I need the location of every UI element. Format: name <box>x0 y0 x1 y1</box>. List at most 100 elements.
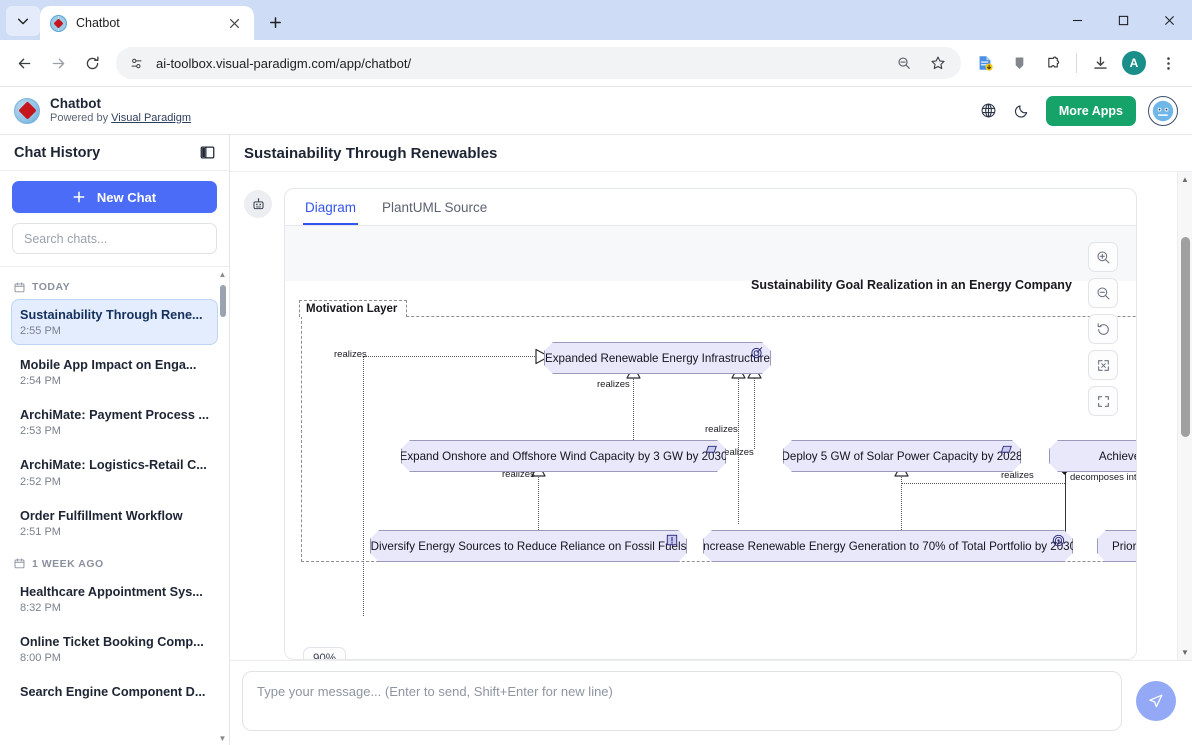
app-subtitle: Powered by Visual Paradigm <box>50 112 191 125</box>
zoom-in-icon <box>1096 250 1109 263</box>
reload-button[interactable] <box>76 47 108 79</box>
chat-list: TODAY Sustainability Through Rene... 2:5… <box>0 267 229 745</box>
chat-item-name: Healthcare Appointment Sys... <box>20 584 203 599</box>
chat-scroll-down-arrow[interactable]: ▼ <box>1181 648 1189 657</box>
zoom-out-button[interactable] <box>1088 278 1118 308</box>
arrow-left-icon <box>18 58 30 68</box>
connector-line <box>754 374 755 449</box>
window-maximize-button[interactable] <box>1100 0 1146 40</box>
sidebar-actions: New Chat <box>0 171 229 267</box>
bookmark-star-icon[interactable] <box>925 50 951 76</box>
relationship-label: realizes <box>502 469 535 480</box>
profile-avatar[interactable]: A <box>1118 47 1150 79</box>
window-minimize-button[interactable] <box>1054 0 1100 40</box>
sidebar-scroll-thumb[interactable] <box>219 285 226 317</box>
diagram-node-increase-generation[interactable]: Increase Renewable Energy Generation to … <box>703 530 1073 562</box>
chat-item-name: ArchiMate: Logistics-Retail C... <box>20 458 207 473</box>
visual-paradigm-link[interactable]: Visual Paradigm <box>111 111 192 124</box>
chatbot-avatar-icon[interactable] <box>1148 95 1178 126</box>
address-bar[interactable]: ai-toolbox.visual-paradigm.com/app/chatb… <box>116 47 961 79</box>
visual-paradigm-favicon <box>50 14 67 32</box>
zoom-out-icon[interactable] <box>891 50 917 76</box>
fit-to-screen-button[interactable] <box>1088 350 1118 380</box>
browser-tab-chatbot[interactable]: Chatbot <box>40 6 254 40</box>
reload-icon <box>86 56 99 69</box>
chat-item-search-engine[interactable]: Search Engine Component D... <box>11 676 218 709</box>
relationship-label: decomposes into <box>1070 472 1136 483</box>
diagram-node-prioritize[interactable]: Prior <box>1097 530 1136 562</box>
chat-item-order-fulfillment[interactable]: Order Fulfillment Workflow 2:51 PM <box>11 500 218 546</box>
node-label: Prior <box>1112 539 1136 553</box>
back-button[interactable] <box>8 47 40 79</box>
tab-search-button[interactable] <box>6 6 40 36</box>
chat-scrollbar[interactable]: ▲ ▼ <box>1177 172 1192 660</box>
diagram-node-wind-capacity[interactable]: Expand Onshore and Offshore Wind Capacit… <box>401 440 726 472</box>
chat-item-sustainability[interactable]: Sustainability Through Rene... 2:55 PM <box>11 299 218 346</box>
panel-toggle-icon[interactable] <box>200 145 215 160</box>
new-chat-button[interactable]: New Chat <box>12 181 217 213</box>
site-settings-icon[interactable] <box>124 51 148 75</box>
extensions-puzzle-icon[interactable] <box>1037 47 1069 79</box>
diagram-message-card: Diagram PlantUML Source Sustainability G… <box>284 188 1137 660</box>
connector-line <box>363 356 545 357</box>
scroll-up-arrow[interactable]: ▲ <box>218 270 227 279</box>
fullscreen-button[interactable] <box>1088 386 1118 416</box>
tab-diagram[interactable]: Diagram <box>303 189 359 225</box>
more-apps-button[interactable]: More Apps <box>1045 95 1136 126</box>
goal-target-icon <box>750 346 763 359</box>
chat-item-time: 2:55 PM <box>20 325 61 338</box>
chat-scroll-thumb[interactable] <box>1181 237 1190 437</box>
moon-icon[interactable] <box>1012 100 1034 122</box>
chat-item-logistics-retail[interactable]: ArchiMate: Logistics-Retail C... 2:52 PM <box>11 449 218 495</box>
chat-item-mobile-app[interactable]: Mobile App Impact on Enga... 2:54 PM <box>11 349 218 395</box>
diagram-zoom-controls <box>1088 242 1118 416</box>
diagram-viewport[interactable]: Sustainability Goal Realization in an En… <box>285 226 1136 659</box>
chat-item-name: Order Fulfillment Workflow <box>20 508 183 523</box>
diagram-canvas[interactable]: Sustainability Goal Realization in an En… <box>285 226 1136 659</box>
chat-item-time: 2:53 PM <box>20 425 61 438</box>
chat-item-ticket-booking[interactable]: Online Ticket Booking Comp... 8:00 PM <box>11 626 218 672</box>
globe-icon[interactable] <box>978 100 1000 122</box>
diagram-title: Sustainability Goal Realization in an En… <box>751 278 1072 292</box>
message-input[interactable] <box>242 671 1122 731</box>
profile-initial: A <box>1122 51 1146 75</box>
relationship-label: realizes <box>721 447 754 458</box>
diagram-tabs: Diagram PlantUML Source <box>285 189 1136 226</box>
node-label: Expand Onshore and Offshore Wind Capacit… <box>399 449 728 463</box>
page-title: Sustainability Through Renewables <box>244 144 498 162</box>
fit-screen-icon <box>1097 359 1109 371</box>
new-tab-button[interactable] <box>260 7 290 37</box>
sidebar-scrollbar[interactable]: ▲ ▼ <box>218 271 227 745</box>
send-button[interactable] <box>1136 681 1176 721</box>
node-label: Increase Renewable Energy Generation to … <box>699 539 1077 553</box>
goal-target-icon <box>1052 534 1065 547</box>
scroll-down-arrow[interactable]: ▼ <box>218 734 227 743</box>
new-chat-label: New Chat <box>96 189 157 205</box>
diagram-node-expanded-infrastructure[interactable]: Expanded Renewable Energy Infrastructure <box>544 342 771 374</box>
app-title: Chatbot <box>50 96 101 112</box>
downloads-icon[interactable] <box>1084 47 1116 79</box>
diagram-node-diversify-energy[interactable]: Diversify Energy Sources to Reduce Relia… <box>370 530 687 562</box>
search-input[interactable] <box>12 223 217 254</box>
sidebar-title: Chat History <box>14 144 101 161</box>
window-close-button[interactable] <box>1146 0 1192 40</box>
relationship-label: realizes <box>597 379 630 390</box>
tab-plantuml-source[interactable]: PlantUML Source <box>382 200 488 215</box>
three-dots-vertical-icon[interactable] <box>1152 47 1184 79</box>
close-icon[interactable] <box>224 13 244 33</box>
bookmark-pin-icon[interactable] <box>1003 47 1035 79</box>
reset-rotate-icon <box>1097 322 1109 335</box>
chat-item-healthcare[interactable]: Healthcare Appointment Sys... 8:32 PM <box>11 576 218 622</box>
chat-item-payment-process[interactable]: ArchiMate: Payment Process ... 2:53 PM <box>11 399 218 445</box>
extension-doc-icon[interactable] <box>969 47 1001 79</box>
group-label-today: TODAY <box>14 281 218 293</box>
zoom-level-indicator: 90% <box>303 647 347 659</box>
zoom-in-button[interactable] <box>1088 242 1118 272</box>
reset-view-button[interactable] <box>1088 314 1118 344</box>
visual-paradigm-logo <box>14 97 40 124</box>
url-text: ai-toolbox.visual-paradigm.com/app/chatb… <box>156 55 412 71</box>
chat-scroll-up-arrow[interactable]: ▲ <box>1181 175 1189 184</box>
diagram-node-achieve-net-zero[interactable]: Achieve Net-Zero <box>1049 440 1136 472</box>
forward-button[interactable] <box>42 47 74 79</box>
diagram-node-solar-capacity[interactable]: Deploy 5 GW of Solar Power Capacity by 2… <box>783 440 1021 472</box>
